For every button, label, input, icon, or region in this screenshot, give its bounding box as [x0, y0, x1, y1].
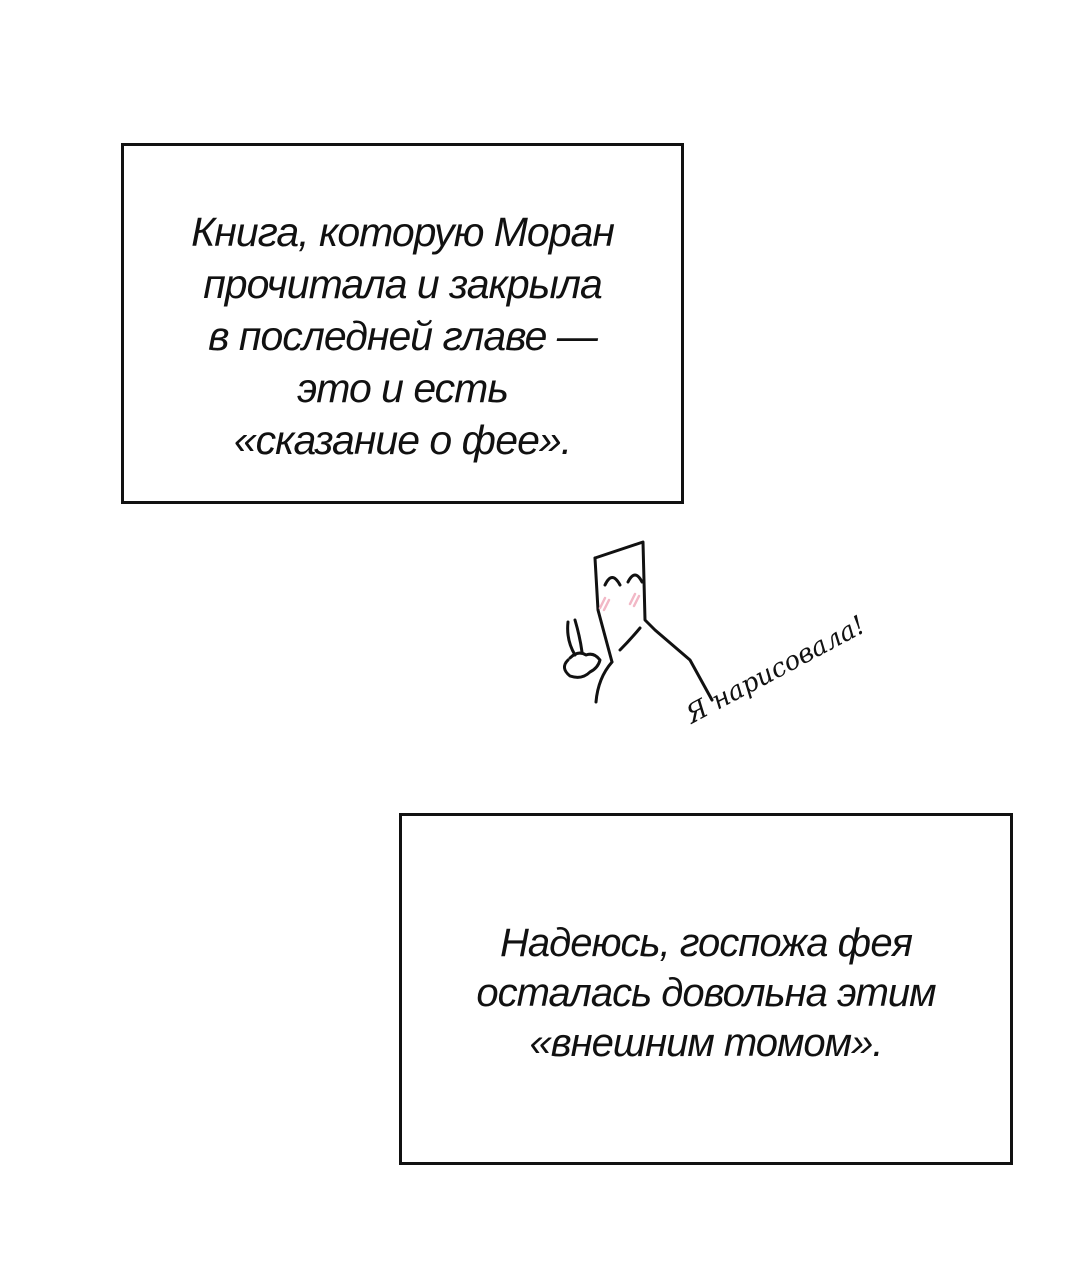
peace-sign-character-doodle	[563, 540, 714, 704]
narration-box-1: Книга, которую Моран прочитала и закрыла…	[121, 143, 684, 504]
narration-box-2: Надеюсь, госпожа фея осталась довольна э…	[399, 813, 1013, 1165]
narration-text-1: Книга, которую Моран прочитала и закрыла…	[191, 208, 615, 463]
narration-text-2: Надеюсь, госпожа фея осталась довольна э…	[476, 921, 936, 1065]
